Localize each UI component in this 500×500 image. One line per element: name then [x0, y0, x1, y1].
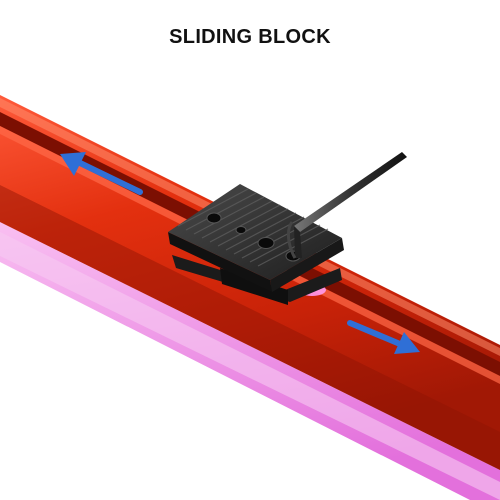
page-title: SLIDING BLOCK [169, 26, 331, 48]
light-diffuser-strip [0, 222, 500, 500]
hex-key-icon [286, 152, 407, 259]
left-arrow-icon [60, 152, 143, 195]
right-arrow-icon [347, 320, 420, 354]
